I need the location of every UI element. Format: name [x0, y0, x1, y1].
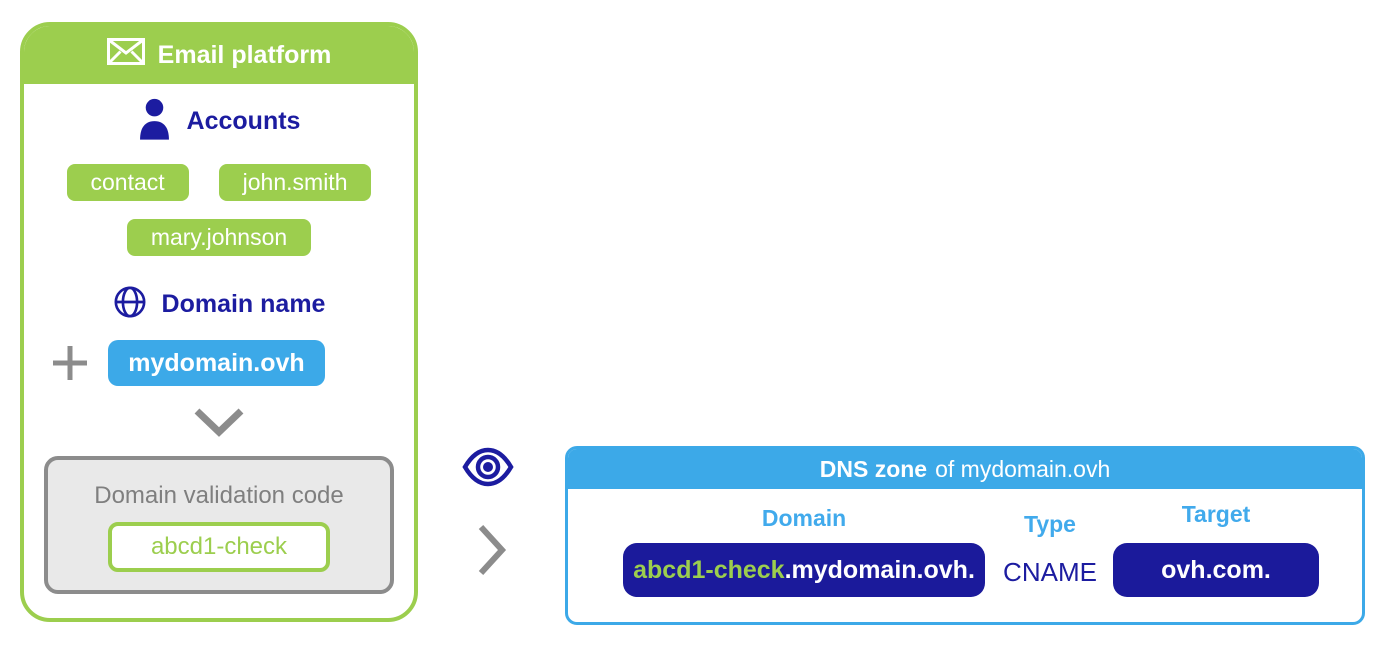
accounts-label: Accounts: [186, 107, 301, 135]
chevron-down-icon: [24, 407, 414, 437]
column-header-domain: Domain: [761, 505, 847, 531]
dns-record-type: CNAME: [1003, 557, 1097, 587]
email-platform-header: Email platform: [24, 26, 414, 84]
email-platform-title: Email platform: [157, 40, 332, 69]
account-pills-row-2: mary.johnson: [24, 219, 414, 256]
account-pill-contact: contact: [66, 164, 189, 201]
dns-record-domain-suffix: .mydomain.ovh.: [784, 555, 975, 584]
eye-icon: [462, 446, 514, 488]
dns-record-target-pill: ovh.com.: [1113, 543, 1319, 597]
envelope-icon: [106, 38, 145, 72]
column-header-type: Type: [1024, 511, 1076, 537]
person-icon: [138, 98, 171, 145]
account-pill-john-smith: john.smith: [218, 164, 372, 201]
dns-record-domain-prefix: abcd1-check: [633, 555, 785, 584]
validation-code-box: abcd1-check: [108, 522, 330, 572]
dns-zone-header: DNS zone of mydomain.ovh: [568, 449, 1362, 489]
dns-record-target: ovh.com.: [1161, 555, 1271, 584]
validation-box: Domain validation code abcd1-check: [44, 456, 394, 594]
domain-name-label: Domain name: [161, 290, 326, 318]
account-pills-row-1: contact john.smith: [24, 164, 414, 201]
column-header-target: Target: [1181, 501, 1251, 527]
domain-name-row: Domain name: [24, 285, 414, 324]
plus-icon: [52, 345, 88, 381]
chevron-right-icon: [477, 523, 507, 577]
accounts-row: Accounts: [24, 98, 414, 145]
domain-pill: mydomain.ovh: [108, 340, 325, 386]
globe-icon: [113, 285, 147, 324]
dns-zone-title-bold: DNS zone: [819, 455, 928, 482]
email-platform-panel: Email platform Accounts contact john.smi…: [20, 22, 418, 622]
validation-label: Domain validation code: [94, 482, 344, 509]
dns-zone-panel: DNS zone of mydomain.ovh Domain Type Tar…: [565, 446, 1365, 625]
dns-zone-title-rest: of mydomain.ovh: [935, 455, 1111, 482]
validation-code: abcd1-check: [150, 533, 288, 560]
account-pill-mary-johnson: mary.johnson: [126, 219, 312, 256]
dns-record-domain-pill: abcd1-check.mydomain.ovh.: [623, 543, 985, 597]
